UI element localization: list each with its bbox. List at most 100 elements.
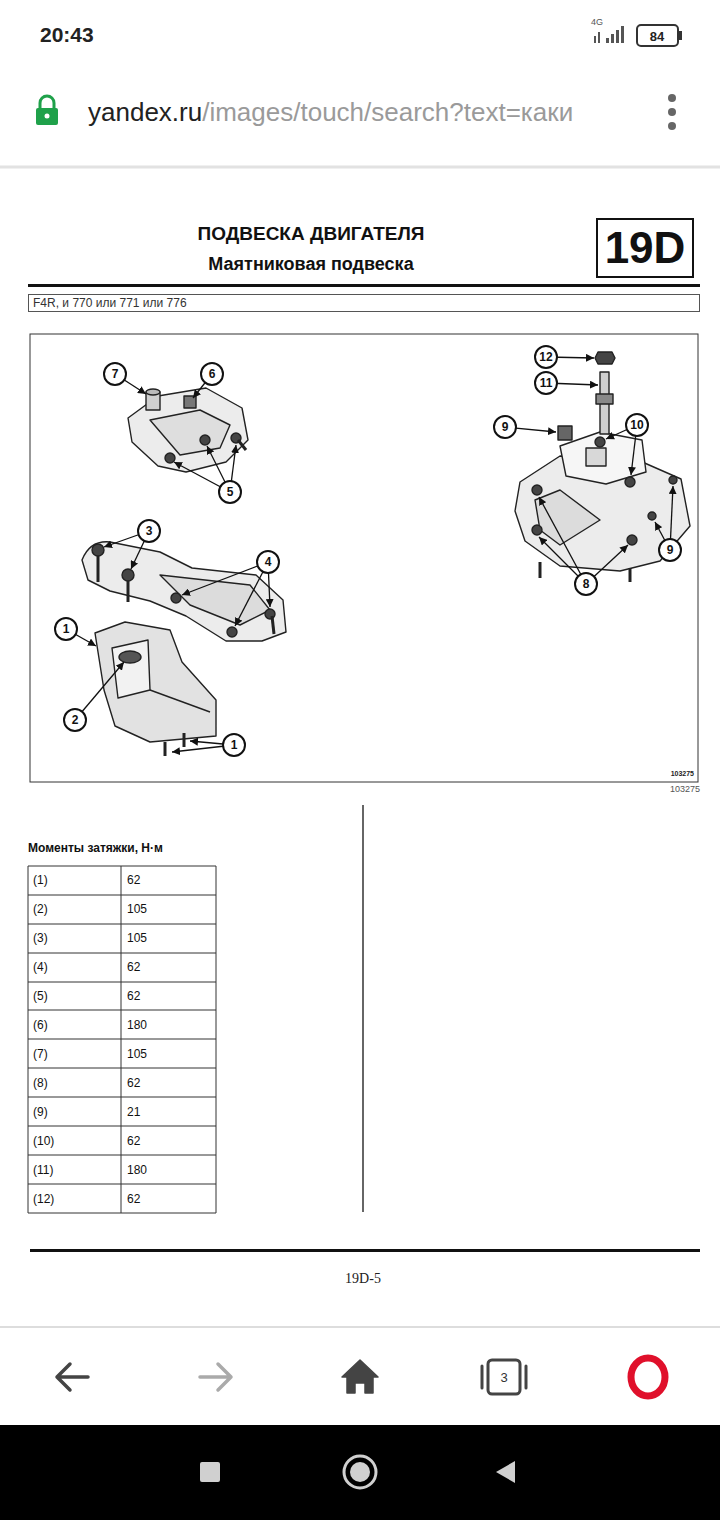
- label-slot: 4G: [591, 17, 603, 27]
- label-slot: (5): [33, 989, 48, 1003]
- table-cell-item: (12): [33, 1192, 54, 1206]
- label-slot: 3: [500, 1370, 507, 1385]
- label-slot: 9: [658, 538, 682, 562]
- label-slot: 103275: [671, 770, 694, 777]
- table-cell-torque: 105: [127, 931, 147, 945]
- menu-dots: [668, 94, 676, 130]
- callout-number: 6: [200, 362, 224, 386]
- label-slot: 62: [127, 873, 140, 887]
- lock-icon: [36, 96, 58, 125]
- home-button-dot: [350, 1462, 370, 1482]
- callout-number: 8: [574, 572, 598, 596]
- label-slot: 103275: [670, 784, 700, 794]
- signal-icon: [594, 26, 624, 43]
- label-slot: (12): [33, 1192, 54, 1206]
- node-text: 19D: [605, 223, 686, 273]
- table-cell-torque: 105: [127, 902, 147, 916]
- table-cell-torque: 62: [127, 989, 140, 1003]
- table-cell-torque: 62: [127, 873, 140, 887]
- label-slot: 20:43: [40, 23, 94, 47]
- label-slot: 21: [127, 1105, 140, 1119]
- label-slot: 19D-5: [345, 1271, 381, 1287]
- callout-number: 9: [658, 538, 682, 562]
- label-slot: (9): [33, 1105, 48, 1119]
- label-slot: 62: [127, 1076, 140, 1090]
- page-number: 19D-5: [345, 1271, 381, 1287]
- label-slot: (3): [33, 931, 48, 945]
- callout-number: 1: [222, 733, 246, 757]
- recents-button: [200, 1462, 220, 1482]
- figure-number: 103275: [670, 784, 700, 794]
- table-cell-torque: 180: [127, 1163, 147, 1177]
- url-bar-shadow: [0, 166, 720, 169]
- battery-level: 84: [650, 29, 664, 44]
- table-cell-torque: 105: [127, 1047, 147, 1061]
- engine-mount-drawing: [82, 352, 690, 756]
- back-button: [496, 1461, 515, 1483]
- title-rule: [28, 284, 700, 287]
- label-slot: 105: [127, 1047, 147, 1061]
- label-slot: 9: [493, 415, 517, 439]
- title-slot: ПОДВЕСКА ДВИГАТЕЛЯ: [198, 223, 425, 245]
- leader-lines: [66, 357, 673, 752]
- label-slot: 180: [127, 1018, 147, 1032]
- footer-rule: [30, 1249, 700, 1252]
- battery-icon: [637, 25, 682, 46]
- table-heading: Моменты затяжки, Н·м: [28, 841, 163, 855]
- table-cell-item: (4): [33, 960, 48, 974]
- label-slot: 12: [534, 345, 558, 369]
- url-path: /images/touch/search?text=каки: [202, 97, 573, 128]
- label-slot: 105: [127, 931, 147, 945]
- table-cell-torque: 62: [127, 1192, 140, 1206]
- label-slot: 6: [200, 362, 224, 386]
- torque-table-grid: [28, 866, 216, 1213]
- table-cell-item: (9): [33, 1105, 48, 1119]
- column-divider: [362, 805, 364, 1212]
- callout-number: 4: [256, 550, 280, 574]
- status-bar: [0, 0, 720, 66]
- label-slot: (1): [33, 873, 48, 887]
- figure-number: 103275: [671, 770, 694, 777]
- table-cell-item: (5): [33, 989, 48, 1003]
- label-slot: Маятниковая подвеска: [208, 254, 413, 275]
- figure-frame: [30, 334, 698, 782]
- callout-number: 2: [63, 708, 87, 732]
- callout-number: 12: [534, 345, 558, 369]
- label-slot: 62: [127, 960, 140, 974]
- table-cell-item: (10): [33, 1134, 54, 1148]
- subtitle: Маятниковая подвеска: [208, 254, 413, 275]
- label-slot: yandex.ru: [88, 97, 202, 128]
- label-slot: 105: [127, 902, 147, 916]
- callout-number: 7: [103, 362, 127, 386]
- label-slot: (7): [33, 1047, 48, 1061]
- label-slot: (2): [33, 902, 48, 916]
- table-cell-item: (3): [33, 931, 48, 945]
- label-slot: 1: [222, 733, 246, 757]
- url-host: yandex.ru: [88, 97, 202, 128]
- label-slot: Моменты затяжки, Н·м: [28, 841, 163, 855]
- table-cell-torque: 62: [127, 1134, 140, 1148]
- label-slot: 2: [63, 708, 87, 732]
- table-cell-item: (6): [33, 1018, 48, 1032]
- table-cell-torque: 180: [127, 1018, 147, 1032]
- label-slot: (8): [33, 1076, 48, 1090]
- label-slot: 4: [256, 550, 280, 574]
- label-slot: 7: [103, 362, 127, 386]
- table-cell-torque: 62: [127, 1076, 140, 1090]
- tab-count: 3: [500, 1370, 507, 1385]
- home-button: [344, 1456, 376, 1488]
- label-slot: 5: [218, 480, 242, 504]
- section-badge: 19D: [596, 218, 694, 278]
- system-nav-bar: [0, 1425, 720, 1520]
- label-slot: 62: [127, 1192, 140, 1206]
- table-cell-item: (8): [33, 1076, 48, 1090]
- callout-number: 1: [54, 617, 78, 641]
- label-slot: (10): [33, 1134, 54, 1148]
- label-slot: (11): [33, 1163, 53, 1177]
- table-cell-item: (1): [33, 873, 48, 887]
- table-cell-item: (7): [33, 1047, 48, 1061]
- status-time: 20:43: [40, 23, 94, 47]
- callout-number: 11: [534, 371, 558, 395]
- label-slot: (6): [33, 1018, 48, 1032]
- table-cell-torque: 62: [127, 960, 140, 974]
